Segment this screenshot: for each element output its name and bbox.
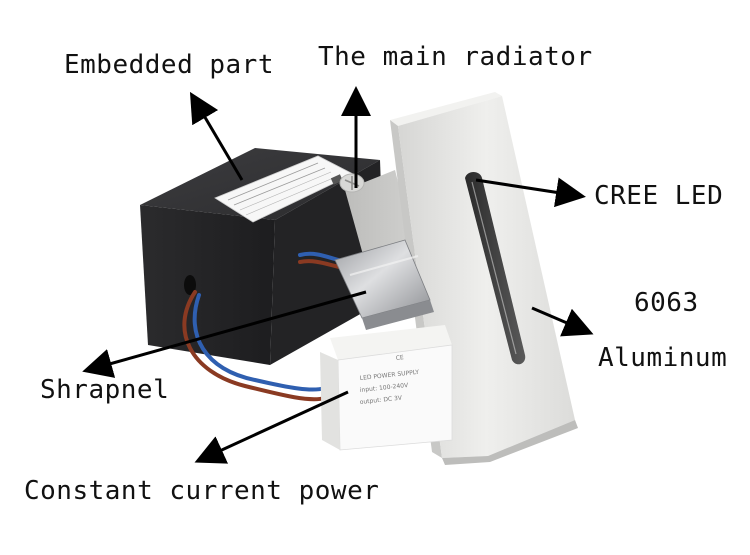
embedded-box [140, 148, 385, 365]
label-aluminum-grade: 6063 [634, 288, 699, 318]
svg-text:CE: CE [395, 354, 404, 362]
main-radiator [339, 170, 415, 262]
label-aluminum: Aluminum [598, 343, 728, 373]
arrow-shrapnel [82, 290, 367, 378]
box-hole [184, 275, 196, 295]
arrow-embedded-part [189, 91, 244, 181]
arrow-power [194, 390, 349, 464]
cree-led-slot [465, 172, 526, 365]
arrow-aluminum [531, 306, 594, 337]
label-main-radiator: The main radiator [318, 42, 593, 72]
callout-arrows [82, 86, 594, 464]
arrow-cree-led [475, 177, 586, 208]
label-constant-current-power: Constant current power [24, 476, 380, 506]
power-module: LED POWER SUPPLY input: 100-240V output:… [320, 325, 453, 451]
label-shrapnel: Shrapnel [40, 375, 170, 405]
label-cree-led: CREE LED [594, 181, 724, 211]
shrapnel-clip [334, 239, 434, 330]
label-embedded-part: Embedded part [64, 50, 274, 80]
product-sticker [214, 155, 354, 223]
svg-text:output: DC 3V: output: DC 3V [359, 395, 403, 406]
